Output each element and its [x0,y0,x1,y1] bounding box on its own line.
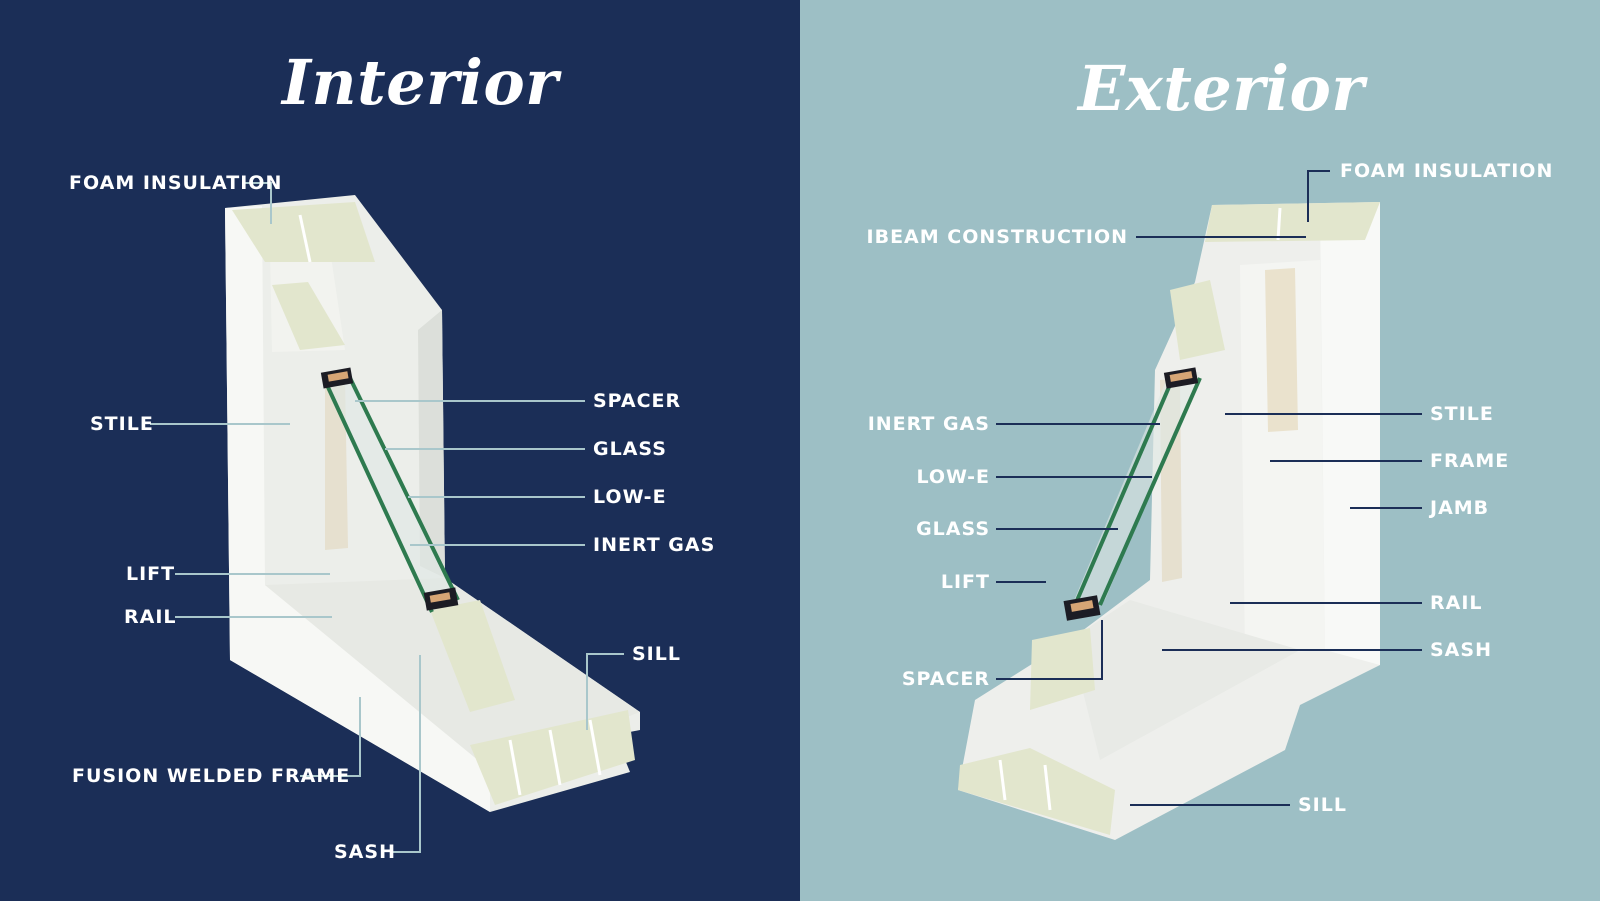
exterior-label-jamb: JAMB [1430,497,1490,519]
interior-label-spacer: SPACER [593,390,682,412]
interior-frame-body [225,195,640,812]
exterior-label-rail: RAIL [1430,592,1483,614]
exterior-label-frame: FRAME [1430,450,1510,472]
interior-label-sash: SASH [334,841,396,863]
interior-glass-unit [320,367,460,613]
interior-label-stile: STILE [90,413,154,435]
exterior-title: Exterior [1078,52,1365,125]
exterior-label-lift: LIFT [940,571,990,593]
exterior-label-sill: SILL [1298,794,1347,816]
interior-label-rail: RAIL [124,606,177,628]
interior-panel: Interior FOAM INSULATION STILE LIFT RAIL… [0,0,800,901]
exterior-label-low-e: LOW-E [916,466,990,488]
interior-leader-lines [150,182,624,853]
exterior-label-spacer: SPACER [901,668,990,690]
interior-foam-insulation [232,202,635,805]
interior-label-glass: GLASS [593,438,667,460]
exterior-label-ibeam-construction: IBEAM CONSTRUCTION [866,226,1128,248]
exterior-window-cutaway [800,0,1600,901]
interior-title: Interior [282,46,559,119]
interior-label-sill: SILL [632,643,681,665]
interior-window-cutaway [0,0,800,901]
exterior-panel: Exterior FOAM INSULATION IBEAM CONSTRUCT… [800,0,1600,901]
exterior-foam-insulation [958,202,1380,835]
exterior-leader-lines [996,170,1422,806]
exterior-label-inert-gas: INERT GAS [867,413,990,435]
exterior-label-stile: STILE [1430,403,1494,425]
interior-label-foam-insulation: FOAM INSULATION [69,172,283,194]
exterior-glass-unit [1063,367,1202,621]
exterior-label-sash: SASH [1430,639,1492,661]
interior-label-fusion-welded-frame: FUSION WELDED FRAME [72,765,351,787]
interior-label-low-e: LOW-E [593,486,667,508]
exterior-label-foam-insulation: FOAM INSULATION [1340,160,1554,182]
interior-label-inert-gas: INERT GAS [593,534,716,556]
interior-label-lift: LIFT [126,563,176,585]
exterior-label-glass: GLASS [916,518,990,540]
